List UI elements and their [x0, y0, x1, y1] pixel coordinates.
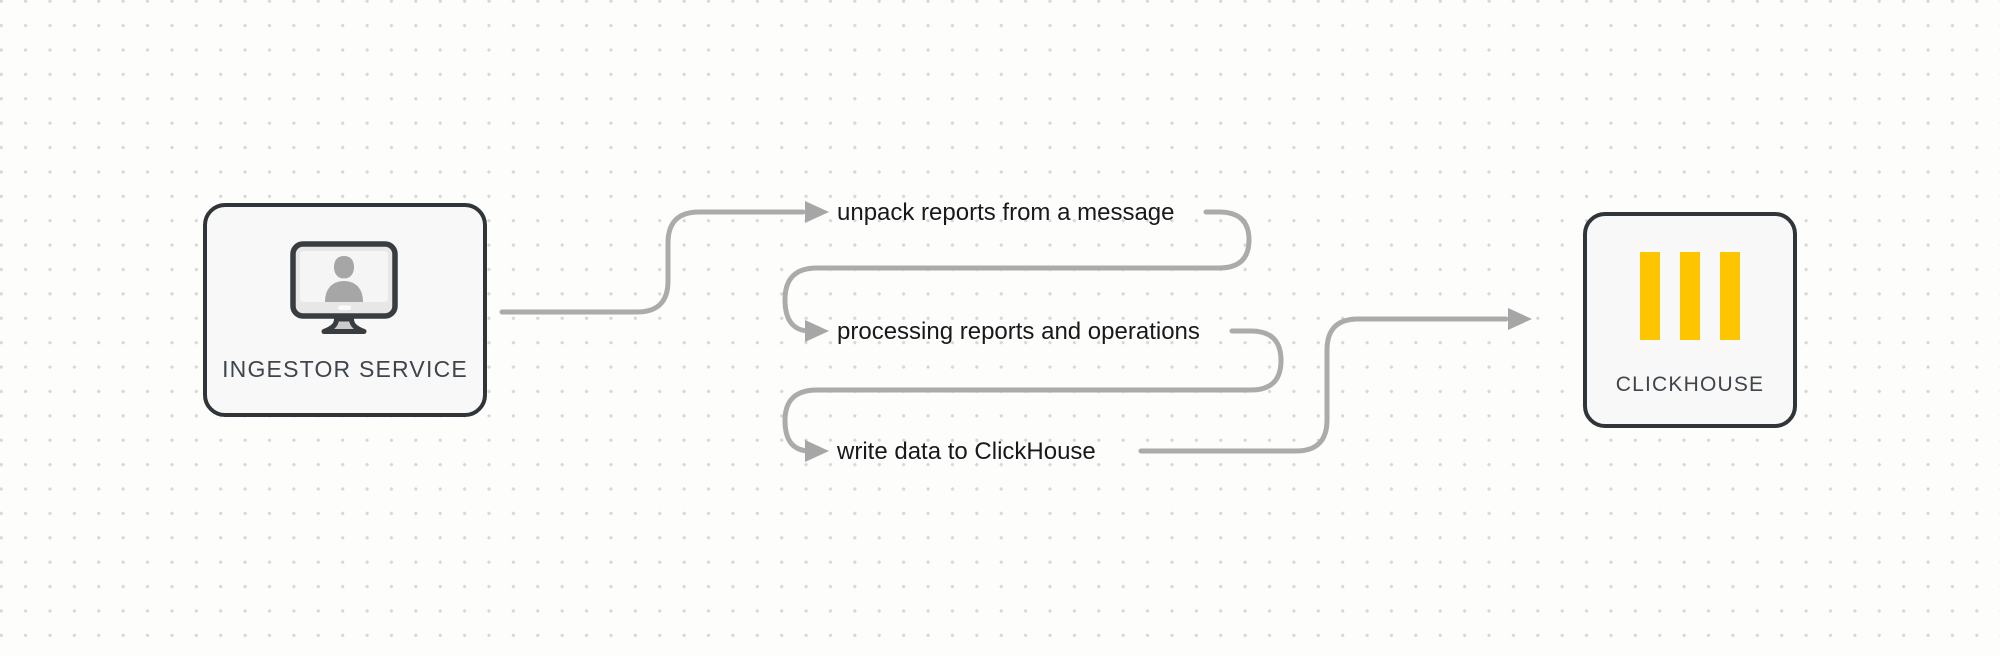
monitor-user-icon	[289, 240, 401, 345]
step-label-write-data[interactable]: write data to ClickHouse	[837, 438, 1096, 465]
edge-step1-to-step2	[782, 209, 1252, 334]
step-label-processing-reports[interactable]: processing reports and operations	[837, 318, 1200, 345]
edge-step2-to-step3	[782, 328, 1284, 454]
node-label-clickhouse: CLICKHOUSE	[1615, 373, 1765, 396]
step-label-unpack-reports[interactable]: unpack reports from a message	[837, 199, 1175, 226]
edge-step3-to-clickhouse	[1138, 316, 1509, 454]
arrowhead-step2	[805, 320, 829, 342]
arrowhead-step3	[805, 440, 829, 462]
arrowhead-clickhouse	[1508, 308, 1532, 330]
node-label-ingestor-service: INGESTOR SERVICE	[222, 356, 468, 382]
arrowhead-step1	[805, 201, 829, 223]
clickhouse-bars-icon	[1640, 252, 1740, 347]
edge-ingestor-to-step1	[499, 209, 806, 315]
node-clickhouse[interactable]: CLICKHOUSE	[1583, 212, 1797, 428]
node-ingestor-service[interactable]: INGESTOR SERVICE	[203, 203, 487, 417]
